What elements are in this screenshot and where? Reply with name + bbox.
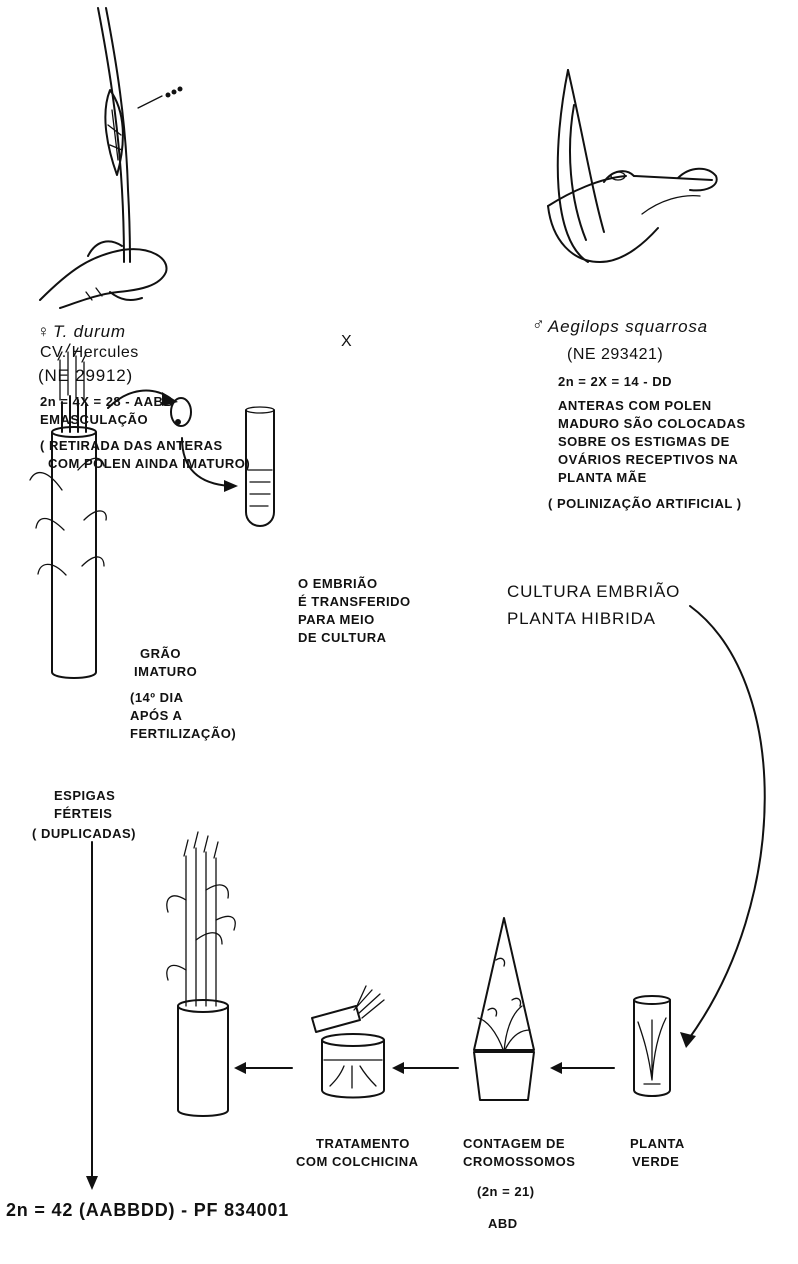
- emasculation-note-2: COM POLEN AINDA IMATURO): [48, 456, 250, 471]
- grain-line-4: APÓS A: [130, 708, 182, 723]
- culture-line-2: PLANTA HIBRIDA: [507, 609, 656, 629]
- pollination-text-6: ( POLINIZAÇÃO ARTIFICIAL ): [548, 496, 742, 511]
- emasculation-note-1: ( RETIRADA DAS ANTERAS: [40, 438, 223, 453]
- chromosome-line-1: CONTAGEM DE: [463, 1136, 565, 1151]
- pollination-text-5: PLANTA MÃE: [558, 470, 647, 485]
- green-plant-tube: [634, 996, 670, 1096]
- female-species: T. durum: [53, 322, 126, 342]
- chromosome-line-3: (2n = 21): [477, 1184, 535, 1199]
- male-symbol: ♂: [532, 315, 546, 335]
- male-species: Aegilops squarrosa: [548, 317, 708, 337]
- male-accession: (NE 293421): [567, 346, 663, 364]
- pollination-text-2: MADURO SÃO COLOCADAS: [558, 416, 746, 431]
- green-line-2: VERDE: [632, 1154, 679, 1169]
- grain-line-5: FERTILIZAÇÃO): [130, 726, 236, 741]
- culture-line-1: CULTURA EMBRIÃO: [507, 582, 680, 602]
- female-cultivar: CV. Hercules: [40, 344, 139, 362]
- fertile-line-1: ESPIGAS: [54, 788, 115, 803]
- immature-grain: [171, 398, 191, 426]
- covered-hybrid-pot: [474, 918, 534, 1100]
- embryo-line-3: PARA MEIO: [298, 612, 375, 627]
- embryo-line-2: É TRANSFERIDO: [298, 594, 411, 609]
- durum-emasculation-drawing: [40, 8, 183, 308]
- fertile-line-2: FÉRTEIS: [54, 806, 112, 821]
- colchicine-line-2: COM COLCHICINA: [296, 1154, 419, 1169]
- green-line-1: PLANTA: [630, 1136, 685, 1151]
- emasculation-label: EMASCULAÇÃO: [40, 412, 148, 427]
- colchicine-line-1: TRATAMENTO: [316, 1136, 410, 1151]
- pollination-text-1: ANTERAS COM POLEN: [558, 398, 712, 413]
- male-genome: 2n = 2X = 14 - DD: [558, 374, 672, 389]
- female-genome: 2n = 4X = 28 - AABB: [40, 394, 173, 409]
- culture-to-green-arrow: [688, 606, 765, 1040]
- female-accession: (NE 29912): [38, 366, 133, 386]
- culture-tube: [246, 407, 274, 526]
- embryo-line-1: O EMBRIÃO: [298, 576, 378, 591]
- grain-line-3: (14º DIA: [130, 690, 184, 705]
- female-symbol: ♀: [37, 322, 51, 342]
- chromosome-line-4: ABD: [488, 1216, 518, 1231]
- pollination-text-3: SOBRE OS ESTIGMAS DE: [558, 434, 730, 449]
- aegilops-pollination-drawing: [548, 70, 717, 262]
- fertile-line-3: ( DUPLICADAS): [32, 826, 136, 841]
- colchicine-jar: [312, 986, 384, 1098]
- grain-line-2: IMATURO: [134, 664, 197, 679]
- fertile-spikes-pot: [167, 832, 235, 1116]
- result-formula: 2n = 42 (AABBDD) - PF 834001: [6, 1200, 289, 1221]
- grain-line-1: GRÃO: [140, 646, 181, 661]
- cross-symbol: X: [341, 333, 352, 351]
- embryo-line-4: DE CULTURA: [298, 630, 387, 645]
- pollination-text-4: OVÁRIOS RECEPTIVOS NA: [558, 452, 738, 467]
- chromosome-line-2: CROMOSSOMOS: [463, 1154, 575, 1169]
